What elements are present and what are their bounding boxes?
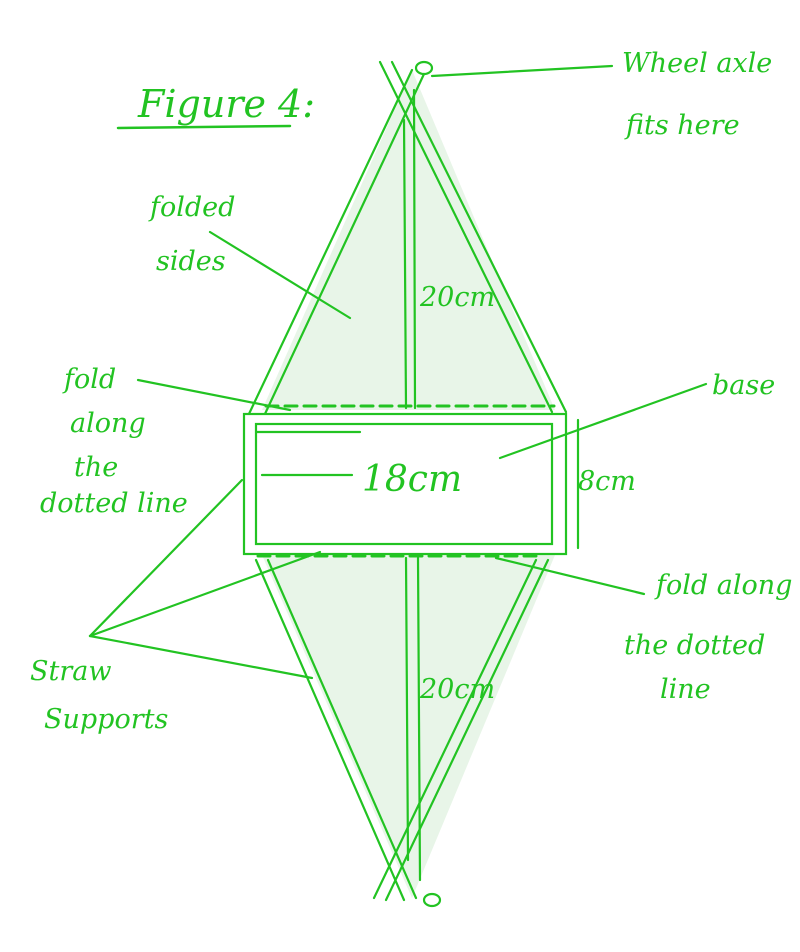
straw-support-lower-left — [254, 558, 418, 902]
fold-bottom-label-line1: fold along — [656, 570, 793, 601]
fold-top-label-line2: along — [70, 408, 146, 439]
fold-top-label-line1: fold — [64, 364, 117, 395]
straw-support-lower-right — [372, 558, 550, 902]
fold-bottom-leader-line — [494, 556, 646, 596]
base-length-label: 18cm — [362, 459, 463, 500]
folded-sides-label-line1: folded — [150, 192, 236, 223]
fold-top-label-line3: the — [74, 452, 119, 483]
fold-bottom-label-line2: the dotted — [624, 630, 766, 661]
axle-hole-bottom — [422, 892, 442, 908]
axle-leader-line — [430, 64, 614, 78]
lower-height-label: 20cm — [420, 674, 496, 705]
base-leader-line — [498, 382, 708, 460]
folded-sides-label-line2: sides — [156, 246, 226, 277]
fold-bottom-label-line3: line — [660, 674, 711, 705]
figure-title: Figure 4: — [138, 82, 316, 126]
straw-supports-label-line2: Supports — [44, 704, 169, 735]
axle-hole-top — [414, 60, 434, 76]
lower-folded-side — [262, 555, 555, 898]
base-width-label: 8cm — [578, 466, 636, 497]
base-rectangle — [242, 412, 568, 556]
base-label: base — [712, 370, 776, 401]
upper-height-label: 20cm — [420, 282, 496, 313]
straw-supports-leader-lines — [88, 478, 322, 680]
fold-top-leader-line — [136, 378, 292, 412]
upper-folded-side — [262, 70, 555, 410]
straw-support-upper-right — [378, 60, 568, 414]
center-crease-lower — [404, 556, 422, 882]
center-crease-upper — [402, 88, 417, 410]
straw-support-upper-left — [246, 68, 426, 418]
fold-top-label-line4: dotted line — [40, 488, 188, 519]
title-underline — [116, 124, 292, 130]
axle-label-line1: Wheel axle — [622, 48, 773, 79]
straw-supports-label-line1: Straw — [30, 656, 112, 687]
folded-sides-leader-line — [208, 230, 352, 320]
axle-label-line2: fits here — [626, 110, 740, 141]
